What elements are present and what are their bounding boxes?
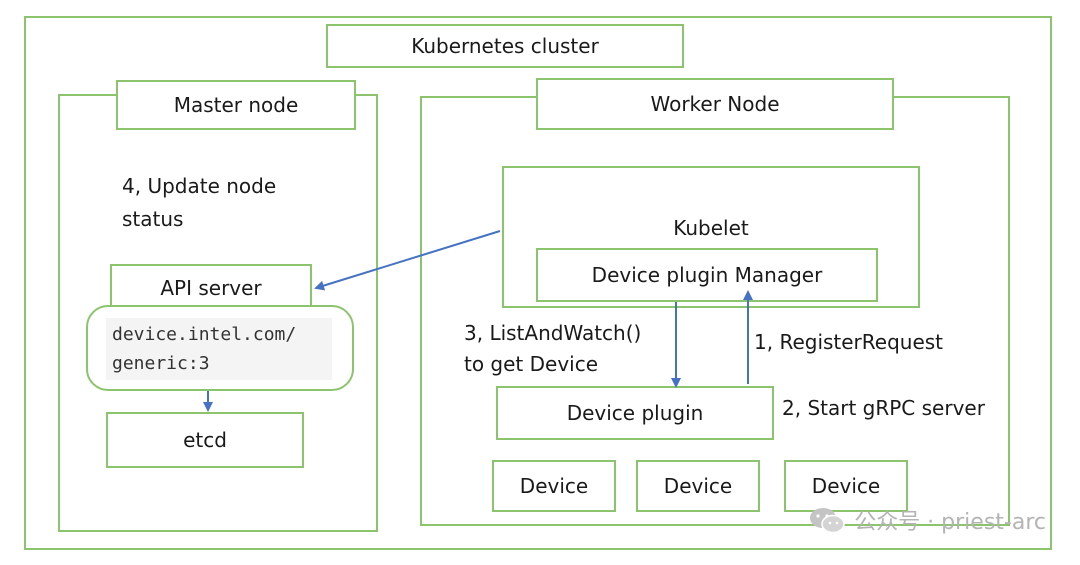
step4-label-line2: status bbox=[122, 207, 184, 231]
step3-label-line1: 3, ListAndWatch() bbox=[464, 321, 642, 345]
etcd-box: etcd bbox=[106, 412, 304, 468]
worker-node-title: Worker Node bbox=[536, 78, 894, 130]
step3-label-line2: to get Device bbox=[464, 352, 599, 376]
resource-callout: device.intel.com/ generic:3 bbox=[86, 305, 354, 391]
resource-code-line2: generic:3 bbox=[112, 353, 210, 374]
watermark-text: 公众号 · priest-arc bbox=[854, 510, 1046, 535]
resource-code: device.intel.com/ generic:3 bbox=[106, 318, 332, 380]
watermark: 公众号 · priest-arc bbox=[808, 504, 1046, 536]
step4-label-line1: 4, Update node bbox=[122, 174, 277, 198]
device-box-3: Device bbox=[784, 460, 908, 512]
device-plugin-box: Device plugin bbox=[496, 386, 774, 440]
arrow-kubelet-to-api-server bbox=[314, 230, 501, 291]
cluster-title: Kubernetes cluster bbox=[326, 24, 684, 68]
step1-label: 1, RegisterRequest bbox=[754, 330, 944, 354]
kubelet-label: Kubelet bbox=[673, 216, 749, 240]
device-plugin-manager-box: Device plugin Manager bbox=[536, 248, 878, 302]
step2-label: 2, Start gRPC server bbox=[782, 396, 985, 420]
device-box-2: Device bbox=[636, 460, 760, 512]
master-node-title: Master node bbox=[116, 80, 356, 130]
device-box-1: Device bbox=[492, 460, 616, 512]
wechat-icon bbox=[810, 508, 845, 534]
api-server-box: API server bbox=[110, 264, 312, 312]
resource-code-line1: device.intel.com/ bbox=[112, 324, 297, 345]
